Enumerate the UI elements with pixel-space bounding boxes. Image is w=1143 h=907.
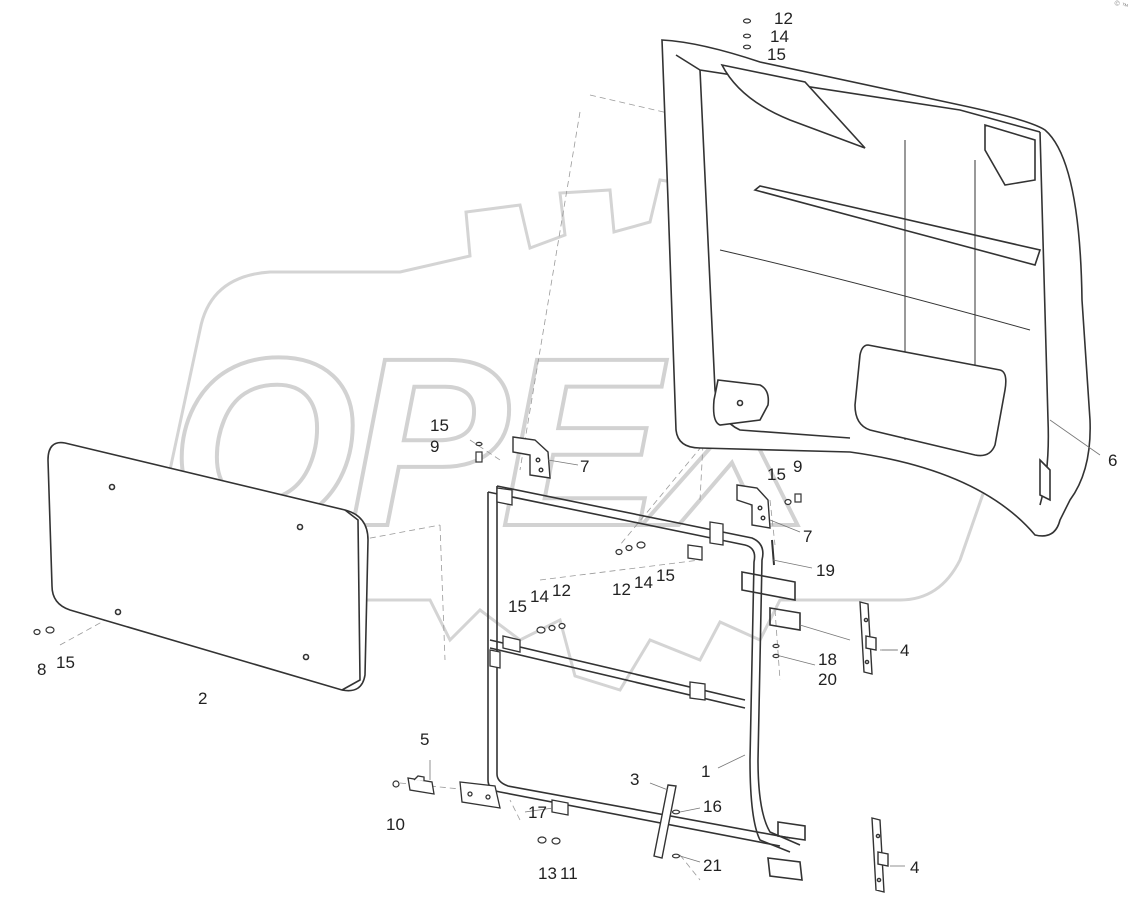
callout-11: 11 (560, 864, 578, 883)
callout-14: 14 (530, 587, 549, 606)
callout-15: 15 (56, 653, 75, 672)
callout-7: 7 (803, 527, 813, 546)
callout-12: 12 (552, 581, 571, 600)
part-6-hood-panel (661, 39, 1091, 537)
callout-19: 19 (816, 561, 835, 580)
callout-14: 14 (634, 573, 653, 592)
callout-5: 5 (420, 730, 430, 749)
callout-15: 15 (767, 465, 786, 484)
callout-1: 1 (701, 762, 711, 781)
part-10-pin (392, 780, 400, 788)
callout-2: 2 (198, 689, 208, 708)
latch-plate (459, 781, 501, 809)
callout-6: 6 (1108, 451, 1118, 470)
callout-15: 15 (508, 597, 527, 616)
callout-leaders (429, 419, 1101, 867)
callout-21: 21 (703, 856, 722, 875)
part-7-bracket-right (736, 484, 771, 529)
callout-10: 10 (386, 815, 405, 834)
part-4-hinge-upper (859, 601, 877, 675)
callout-16: 16 (703, 797, 722, 816)
callout-14: 14 (770, 27, 789, 46)
callout-4: 4 (900, 641, 910, 660)
callout-15: 15 (767, 45, 786, 64)
frame-tabs (489, 487, 724, 816)
part-3-strap (653, 784, 677, 859)
callout-17: 17 (528, 803, 547, 822)
callout-8: 8 (37, 660, 47, 679)
callout-12: 12 (612, 580, 631, 599)
part-4-hinge-lower (871, 817, 889, 893)
callout-15: 15 (656, 566, 675, 585)
part-5-latch (407, 775, 435, 795)
part-7-bracket-left (512, 436, 551, 479)
callout-15: 15 (430, 416, 449, 435)
hardware-fasteners (33, 18, 802, 859)
callout-18: 18 (818, 650, 837, 669)
part-2-flat-panel (47, 441, 369, 692)
callout-9: 9 (793, 457, 803, 476)
callout-3: 3 (630, 770, 640, 789)
callout-4: 4 (910, 858, 920, 877)
callout-20: 20 (818, 670, 837, 689)
callout-7: 7 (580, 457, 590, 476)
callout-13: 13 (538, 864, 557, 883)
callout-12: 12 (774, 9, 793, 28)
callout-9: 9 (430, 437, 440, 456)
